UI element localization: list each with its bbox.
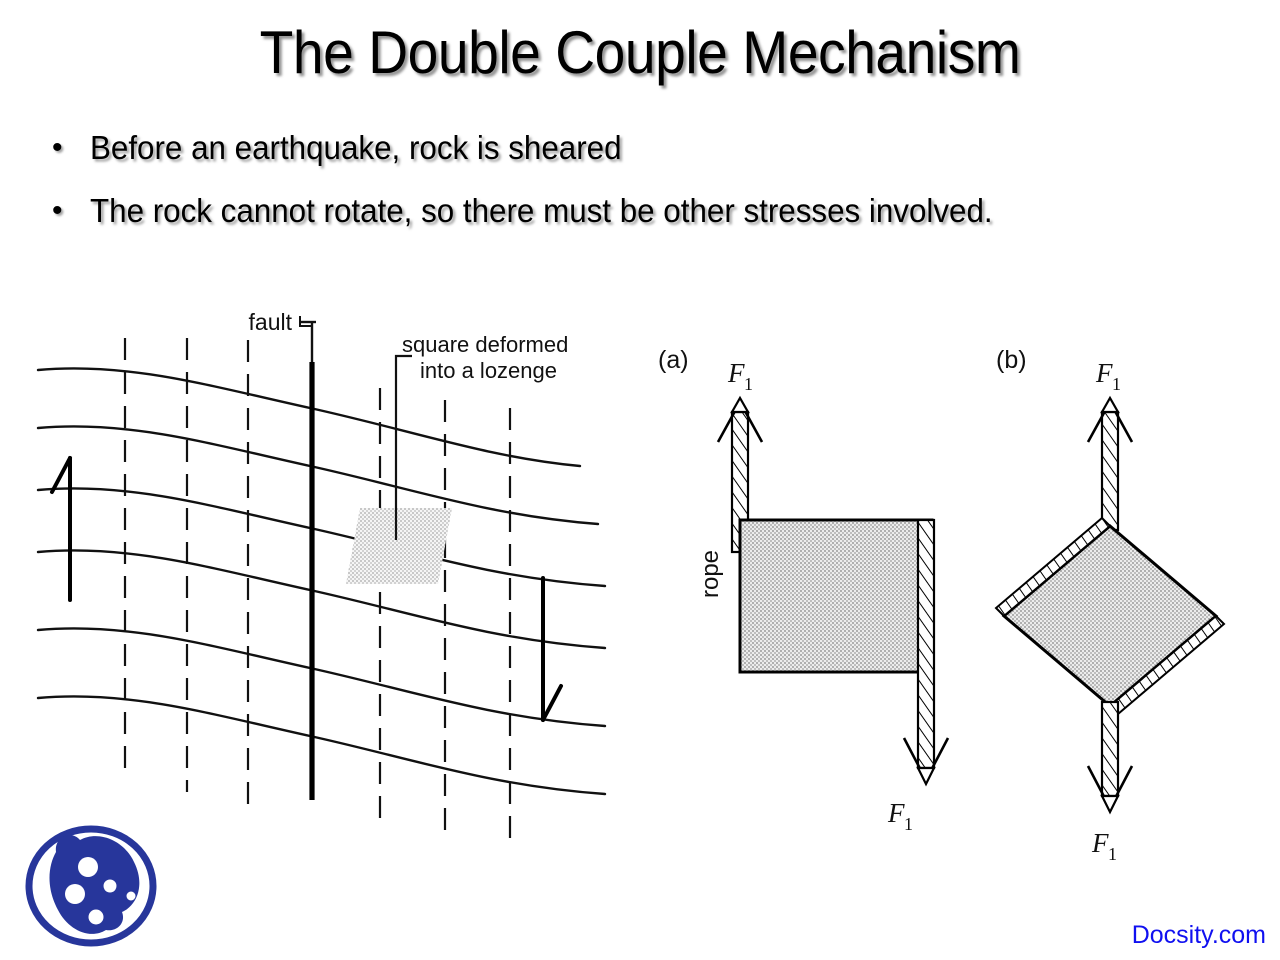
panel-b-force-top-label: F 1 bbox=[1095, 358, 1121, 394]
bullet-item-1-label: Before an earthquake, rock is sheared bbox=[90, 129, 622, 166]
svg-text:1: 1 bbox=[904, 814, 913, 834]
svg-text:F: F bbox=[1091, 828, 1109, 858]
logo-chip-1 bbox=[78, 857, 98, 877]
panel-a-rope-down bbox=[902, 518, 950, 787]
logo-chip-4 bbox=[88, 909, 104, 925]
bullet-item-2-label: The rock cannot rotate, so there must be… bbox=[90, 192, 993, 229]
reference-grid-lines-left bbox=[123, 338, 250, 810]
bullet-marker-icon: • bbox=[52, 131, 63, 164]
fault-shear-svg: fault square deformed into a lozenge bbox=[36, 309, 607, 848]
svg-text:F: F bbox=[1095, 358, 1113, 388]
page-title: The Double Couple Mechanism bbox=[259, 19, 1021, 86]
svg-text:1: 1 bbox=[1108, 844, 1117, 860]
panel-a-force-top-label: F 1 bbox=[727, 358, 753, 394]
logo-cookie-blob bbox=[49, 835, 140, 934]
panel-b-rope-rim bbox=[994, 516, 1226, 716]
up-shear-arrow bbox=[50, 456, 72, 602]
panel-b-lozenge-block bbox=[1001, 524, 1219, 708]
panel-a-rope-label: rope bbox=[697, 550, 724, 598]
panel-b-force-bottom-label: F 1 bbox=[1091, 828, 1117, 860]
logo-chip-2 bbox=[65, 884, 85, 904]
double-couple-force-diagram: (a) F 1 rope F 1 (b) bbox=[640, 330, 1260, 860]
panel-b-rope-up bbox=[1086, 395, 1134, 532]
down-shear-arrow bbox=[541, 576, 563, 722]
logo-chip-5 bbox=[126, 891, 136, 901]
bullet-item-1: • Before an earthquake, rock is sheared bbox=[52, 126, 1252, 170]
fault-label: fault bbox=[249, 309, 293, 335]
docsity-cookie-logo bbox=[18, 822, 168, 952]
svg-text:1: 1 bbox=[744, 374, 753, 394]
svg-text:F: F bbox=[887, 798, 905, 828]
svg-text:rope: rope bbox=[697, 550, 724, 598]
fault-shear-diagram: fault square deformed into a lozenge bbox=[20, 300, 620, 860]
docsity-logo-svg bbox=[25, 825, 157, 947]
panel-a-block bbox=[738, 518, 934, 674]
docsity-wordmark[interactable]: Docsity.com bbox=[1131, 921, 1266, 949]
lozenge-caption-line-2: into a lozenge bbox=[420, 358, 557, 383]
bullet-item-2: • The rock cannot rotate, so there must … bbox=[52, 189, 1252, 233]
reference-grid-lines-right bbox=[378, 388, 512, 848]
bullet-list: • Before an earthquake, rock is sheared … bbox=[52, 126, 1252, 252]
panel-a-force-bottom-label: F 1 bbox=[887, 798, 913, 834]
deformed-lozenge-shape bbox=[346, 508, 452, 584]
svg-text:1: 1 bbox=[1112, 374, 1121, 394]
double-couple-force-svg: (a) F 1 rope F 1 (b) bbox=[658, 346, 1226, 860]
svg-text:F: F bbox=[727, 358, 745, 388]
logo-ring bbox=[25, 825, 157, 947]
lozenge-caption-line-1: square deformed bbox=[402, 332, 568, 357]
panel-a-label: (a) bbox=[658, 346, 689, 374]
bullet-marker-icon: • bbox=[52, 194, 63, 227]
panel-b-rope-down bbox=[1086, 700, 1134, 815]
panel-a-rope-up bbox=[716, 395, 764, 554]
marker-bed-lines bbox=[36, 367, 607, 796]
lozenge-leader-bracket bbox=[394, 354, 412, 540]
panel-b-label: (b) bbox=[996, 346, 1027, 374]
logo-chip-3 bbox=[103, 879, 117, 893]
